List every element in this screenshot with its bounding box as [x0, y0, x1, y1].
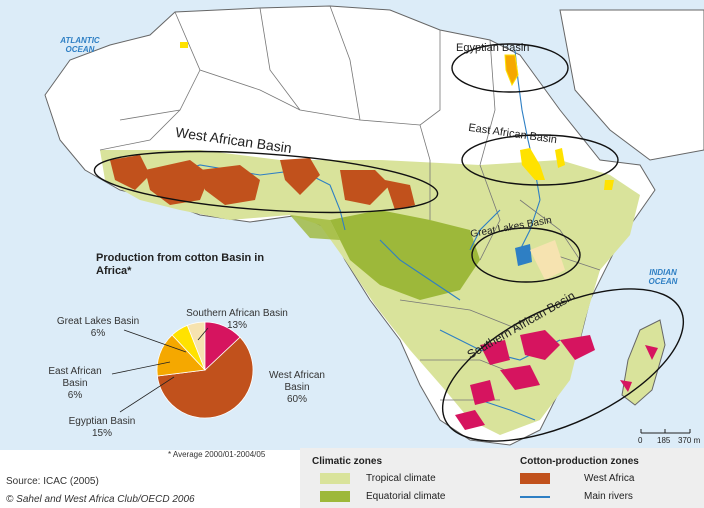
lake-victoria — [515, 244, 532, 266]
pie-label-east-value: 6% — [67, 390, 83, 401]
legend-west-africa-swatch — [520, 473, 550, 484]
pie-label-west-value: 60% — [286, 394, 307, 405]
pie-label-great-lakes-name: Great Lakes Basin — [56, 316, 140, 327]
pie-label-east-name: East African — [48, 366, 102, 377]
pie-label-west: West African Basin 60% — [252, 370, 342, 406]
southern-african-cotton — [455, 330, 658, 430]
pie-label-southern: Southern African Basin 13% — [172, 308, 302, 332]
pie-label-southern-value: 13% — [226, 320, 247, 331]
pie-slice-west-african-basin — [156, 336, 254, 419]
tropical-zone — [100, 150, 640, 435]
scale-bar — [640, 429, 691, 434]
egyptian-cotton — [504, 54, 519, 87]
basin-ellipses — [93, 43, 685, 442]
great-lakes-zone — [530, 240, 565, 280]
atlantic-ocean-text: ATLANTIC OCEAN — [60, 36, 100, 54]
pie-slice-southern-african-basin — [204, 321, 241, 371]
west-africa-cotton — [110, 155, 415, 210]
west-african-basin-ellipse — [93, 150, 439, 214]
legend-west-africa-label: West Africa — [584, 473, 635, 484]
legend-equatorial-label: Equatorial climate — [366, 491, 446, 502]
pie-label-egyptian: Egyptian Basin 15% — [52, 416, 152, 440]
footnote: * Average 2000/01-2004/05 — [168, 450, 266, 459]
legend-tropical-swatch — [320, 473, 350, 484]
pie-label-great-lakes: Great Lakes Basin 6% — [38, 316, 158, 340]
legend-equatorial-swatch — [320, 491, 350, 502]
source-label: Source: ICAC (2005) — [6, 476, 99, 487]
east-african-cotton — [180, 42, 614, 190]
pie-leader-lines — [111, 327, 209, 413]
pie-label-egyptian-value: 15% — [91, 428, 112, 439]
madagascar — [621, 319, 666, 406]
scale-max: 370 m — [678, 436, 701, 445]
pie-label-west-name2: Basin — [284, 382, 310, 393]
great-lakes-basin-ellipse — [471, 227, 581, 283]
legend-tropical-label: Tropical climate — [366, 473, 436, 484]
legend-background — [300, 448, 704, 508]
legend-cotton-heading: Cotton-production zones — [520, 456, 639, 467]
legend-climatic-heading: Climatic zones — [312, 456, 383, 467]
chart-title: Production from cotton Basin in Africa* — [96, 252, 265, 277]
pie-label-great-lakes-value: 6% — [90, 328, 106, 339]
equatorial-zone — [330, 210, 480, 300]
pie-label-west-name: West African — [269, 370, 325, 381]
equatorial-zone-west — [290, 215, 340, 240]
egyptian-basin-label: Egyptian Basin — [456, 42, 530, 54]
southern-african-basin-ellipse — [441, 288, 685, 442]
scale-zero: 0 — [638, 436, 643, 445]
pie-label-east: East African Basin 6% — [30, 366, 120, 402]
legend-rivers-swatch — [520, 496, 550, 498]
legend-rivers-label: Main rivers — [584, 491, 633, 502]
indian-ocean-label: INDIAN OCEAN — [636, 268, 690, 286]
scale-mid: 185 — [657, 436, 671, 445]
atlantic-ocean-label: ATLANTIC OCEAN — [50, 36, 110, 54]
pie-label-egyptian-name: Egyptian Basin — [68, 416, 136, 427]
pie-label-southern-name: Southern African Basin — [186, 308, 288, 319]
indian-ocean-text: INDIAN OCEAN — [648, 268, 678, 286]
egyptian-basin-ellipse — [451, 43, 569, 93]
pie-label-east-name2: Basin — [62, 378, 88, 389]
east-african-basin-ellipse — [461, 134, 619, 186]
credit-label: © Sahel and West Africa Club/OECD 2006 — [6, 494, 195, 505]
pie-chart — [156, 321, 254, 419]
arabia-landmass — [559, 9, 704, 161]
